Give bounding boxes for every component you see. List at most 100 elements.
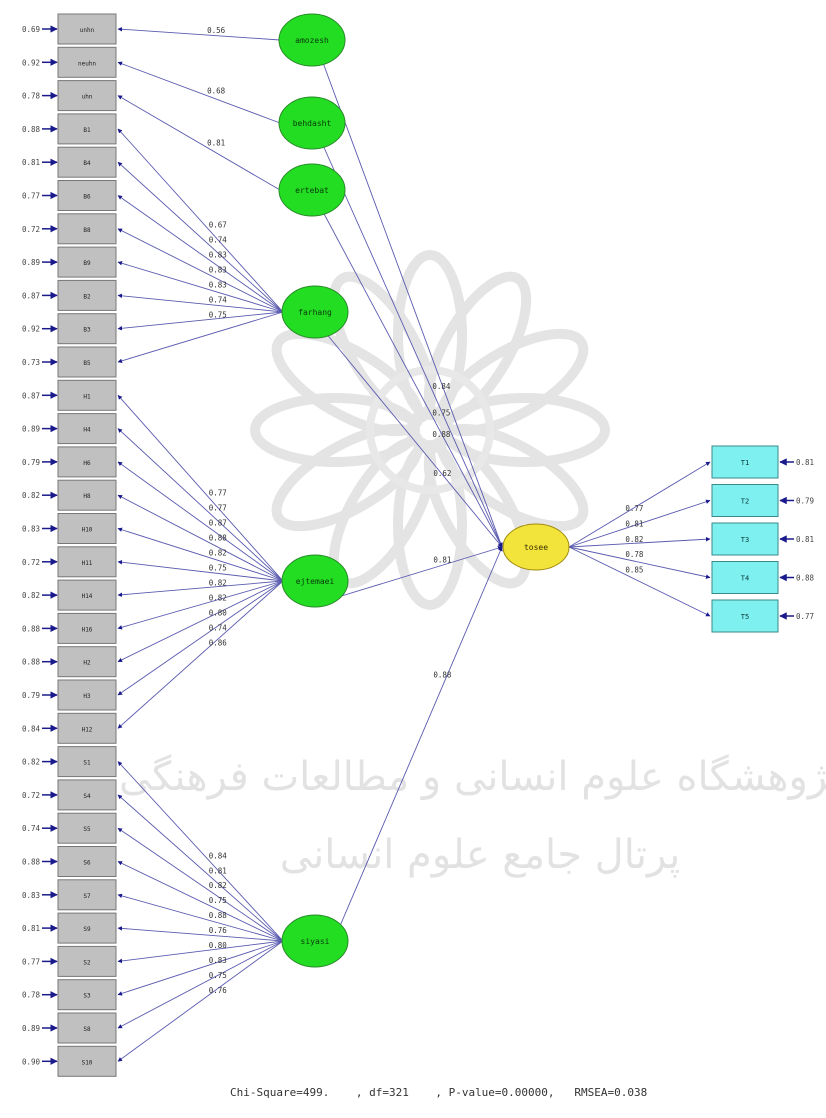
- structural-path: [321, 142, 503, 548]
- outcome-indicator-box: [711, 599, 779, 633]
- indicator-label: B6: [83, 194, 91, 201]
- indicator-box: [57, 180, 117, 211]
- indicator-label: H10: [82, 527, 93, 534]
- structural-coefficient: 0.84: [432, 382, 451, 391]
- error-variance: 0.72: [22, 225, 40, 234]
- loading-path: [117, 128, 284, 313]
- error-variance: 0.77: [22, 192, 40, 201]
- error-variance: 0.88: [22, 624, 41, 633]
- path-lines: [42, 25, 794, 1066]
- error-variance: 0.90: [22, 1057, 41, 1066]
- error-variance: 0.88: [22, 658, 41, 667]
- structural-path: [324, 546, 503, 962]
- indicator-box: [57, 146, 117, 178]
- error-variance: 0.79: [22, 458, 40, 467]
- outcome-indicator-label: T1: [741, 459, 749, 467]
- loading-value: 0.74: [209, 236, 228, 245]
- error-variance: 0.78: [22, 991, 41, 1000]
- loading-value: 0.75: [209, 896, 227, 905]
- structural-coefficient: 0.81: [433, 555, 451, 564]
- error-variance: 0.79: [796, 497, 814, 506]
- loading-value: 0.76: [209, 926, 228, 935]
- nodes: unhnneuhnuhnB1B4B6B8B9B2B3B5H1H4H6H8H10H…: [57, 13, 779, 1077]
- outcome-indicator-box: [711, 522, 779, 556]
- outcome-loading-value: 0.81: [625, 519, 643, 528]
- p-value: , P-value=0.00000,: [435, 1086, 555, 1099]
- loading-path: [117, 940, 284, 964]
- error-variance: 0.82: [22, 491, 40, 500]
- latent-ejtemaei: [281, 554, 349, 608]
- structural-path: [324, 546, 503, 602]
- indicator-label: S5: [83, 826, 91, 833]
- loading-value: 0.88: [209, 533, 228, 542]
- indicator-label: H11: [82, 560, 93, 567]
- indicator-box: [57, 46, 117, 78]
- loading-path: [117, 580, 284, 630]
- error-variance: 0.77: [796, 612, 814, 621]
- indicator-box: [57, 1012, 117, 1044]
- indicator-box: [57, 513, 117, 544]
- indicator-label: H2: [83, 660, 91, 667]
- error-variance: 0.69: [22, 25, 40, 34]
- loading-path: [117, 940, 284, 996]
- latent-label: amozesh: [295, 36, 329, 45]
- loading-value: 0.80: [209, 941, 228, 950]
- outcome-indicator-label: T3: [741, 536, 749, 544]
- loading-value: 0.76: [209, 986, 228, 995]
- loading-path: [117, 461, 284, 582]
- loading-path: [117, 61, 281, 124]
- indicator-label: neuhn: [78, 60, 96, 67]
- loading-path: [117, 228, 284, 313]
- indicator-label: S8: [83, 1026, 91, 1033]
- indicator-label: S2: [83, 959, 91, 966]
- structural-path: [321, 209, 503, 548]
- error-variance: 0.79: [22, 691, 40, 700]
- outcome-latent: [502, 523, 570, 571]
- indicator-box: [57, 279, 117, 311]
- error-variance: 0.81: [22, 924, 40, 933]
- loading-path: [117, 940, 284, 1062]
- indicator-box: [57, 113, 117, 145]
- loading-path: [117, 95, 281, 191]
- indicator-box: [57, 879, 117, 911]
- loading-path: [117, 580, 284, 696]
- indicator-box: [57, 546, 117, 578]
- indicator-box: [57, 646, 117, 678]
- indicator-box: [57, 712, 117, 744]
- loading-path: [117, 580, 284, 729]
- indicator-label: B3: [83, 327, 91, 334]
- loading-value: 0.77: [209, 488, 227, 497]
- error-variance: 0.82: [22, 758, 40, 767]
- loading-value: 0.56: [207, 26, 226, 35]
- latent-label: siyasi: [301, 937, 330, 946]
- indicator-label: B1: [83, 127, 91, 134]
- loading-value: 0.87: [209, 518, 227, 527]
- structural-path: [321, 59, 503, 548]
- outcome-indicator-box: [711, 445, 779, 479]
- loading-path: [117, 293, 284, 313]
- error-variance: 0.72: [22, 791, 40, 800]
- latent-behdasht: [278, 96, 346, 150]
- loading-value: 0.82: [209, 578, 227, 587]
- error-variance: 0.87: [22, 391, 40, 400]
- indicator-box: [57, 812, 117, 844]
- error-variance: 0.89: [22, 425, 40, 434]
- chi-square-value: Chi-Square=499.: [230, 1086, 330, 1099]
- df-value: , df=321: [355, 1086, 409, 1099]
- indicator-box: [57, 612, 117, 644]
- indicator-box: [57, 945, 117, 977]
- error-variance: 0.78: [22, 92, 41, 101]
- outcome-loading-path: [568, 546, 711, 579]
- loading-value: 0.74: [209, 623, 228, 632]
- watermark: پژوهشگاه علوم انسانی و مطالعات فرهنگیپرت…: [119, 250, 826, 878]
- error-variance: 0.84: [22, 724, 41, 733]
- indicator-box: [57, 779, 117, 811]
- indicator-box: [57, 246, 117, 278]
- error-variance: 0.77: [22, 957, 40, 966]
- latent-label: farhang: [298, 308, 332, 317]
- indicator-box: [57, 13, 117, 45]
- loading-value: 0.83: [209, 956, 227, 965]
- loading-value: 0.82: [209, 593, 227, 602]
- loading-value: 0.75: [209, 971, 227, 980]
